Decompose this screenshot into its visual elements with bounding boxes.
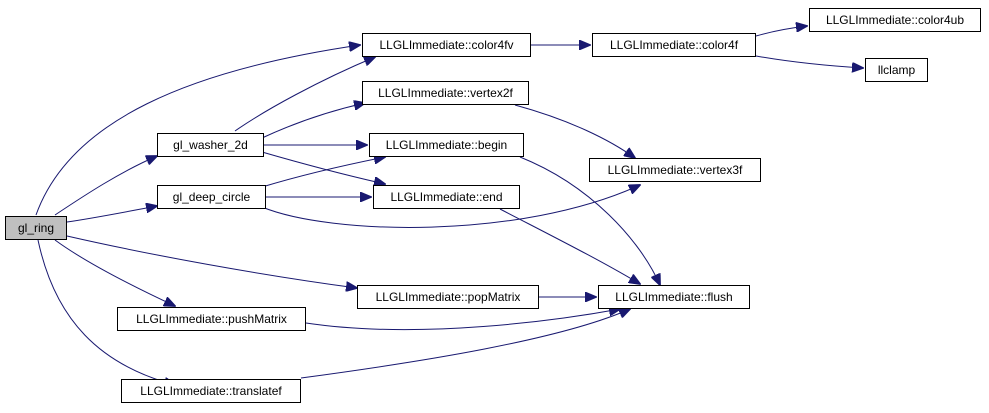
node-gl_washer_2d[interactable]: gl_washer_2d — [157, 133, 264, 157]
node-gl_ring[interactable]: gl_ring — [5, 216, 67, 240]
node-pushMatrix[interactable]: LLGLImmediate::pushMatrix — [117, 307, 306, 331]
edge-begin-flush — [519, 156, 660, 285]
node-flush[interactable]: LLGLImmediate::flush — [598, 285, 750, 309]
edge-gl_washer_2d-color4fv — [234, 57, 375, 132]
edge-gl_deep_circle-vertex3f — [261, 185, 640, 228]
edge-gl_ring-gl_deep_circle — [66, 206, 157, 223]
edge-pushMatrix-flush — [305, 309, 620, 331]
edge-gl_deep_circle-begin — [261, 157, 385, 188]
edges — [35, 26, 863, 385]
node-color4f[interactable]: LLGLImmediate::color4f — [592, 33, 756, 57]
node-end[interactable]: LLGLImmediate::end — [373, 185, 520, 209]
edge-gl_washer_2d-end — [261, 151, 385, 184]
node-color4ub[interactable]: LLGLImmediate::color4ub — [809, 8, 981, 32]
node-color4fv[interactable]: LLGLImmediate::color4fv — [362, 33, 531, 57]
edge-gl_washer_2d-vertex2f — [261, 103, 365, 139]
node-translatef[interactable]: LLGLImmediate::translatef — [121, 379, 301, 403]
node-vertex2f[interactable]: LLGLImmediate::vertex2f — [362, 81, 529, 105]
edge-gl_ring-translatef — [37, 239, 175, 385]
edge-gl_ring-gl_washer_2d — [54, 156, 157, 216]
edge-color4f-color4ub — [755, 26, 807, 37]
edge-gl_ring-pushMatrix — [54, 239, 175, 306]
edge-end-flush — [499, 208, 640, 284]
node-begin[interactable]: LLGLImmediate::begin — [369, 133, 524, 157]
edge-gl_ring-color4fv — [35, 45, 360, 216]
node-popMatrix[interactable]: LLGLImmediate::popMatrix — [357, 285, 539, 309]
node-gl_deep_circle[interactable]: gl_deep_circle — [157, 185, 266, 209]
edge-gl_ring-popMatrix — [66, 235, 357, 288]
edge-color4f-llclamp — [755, 55, 863, 68]
edge-translatef-flush — [300, 309, 630, 379]
node-vertex3f[interactable]: LLGLImmediate::vertex3f — [589, 158, 761, 182]
edge-vertex2f-vertex3f — [514, 104, 635, 158]
node-llclamp[interactable]: llclamp — [865, 58, 928, 82]
